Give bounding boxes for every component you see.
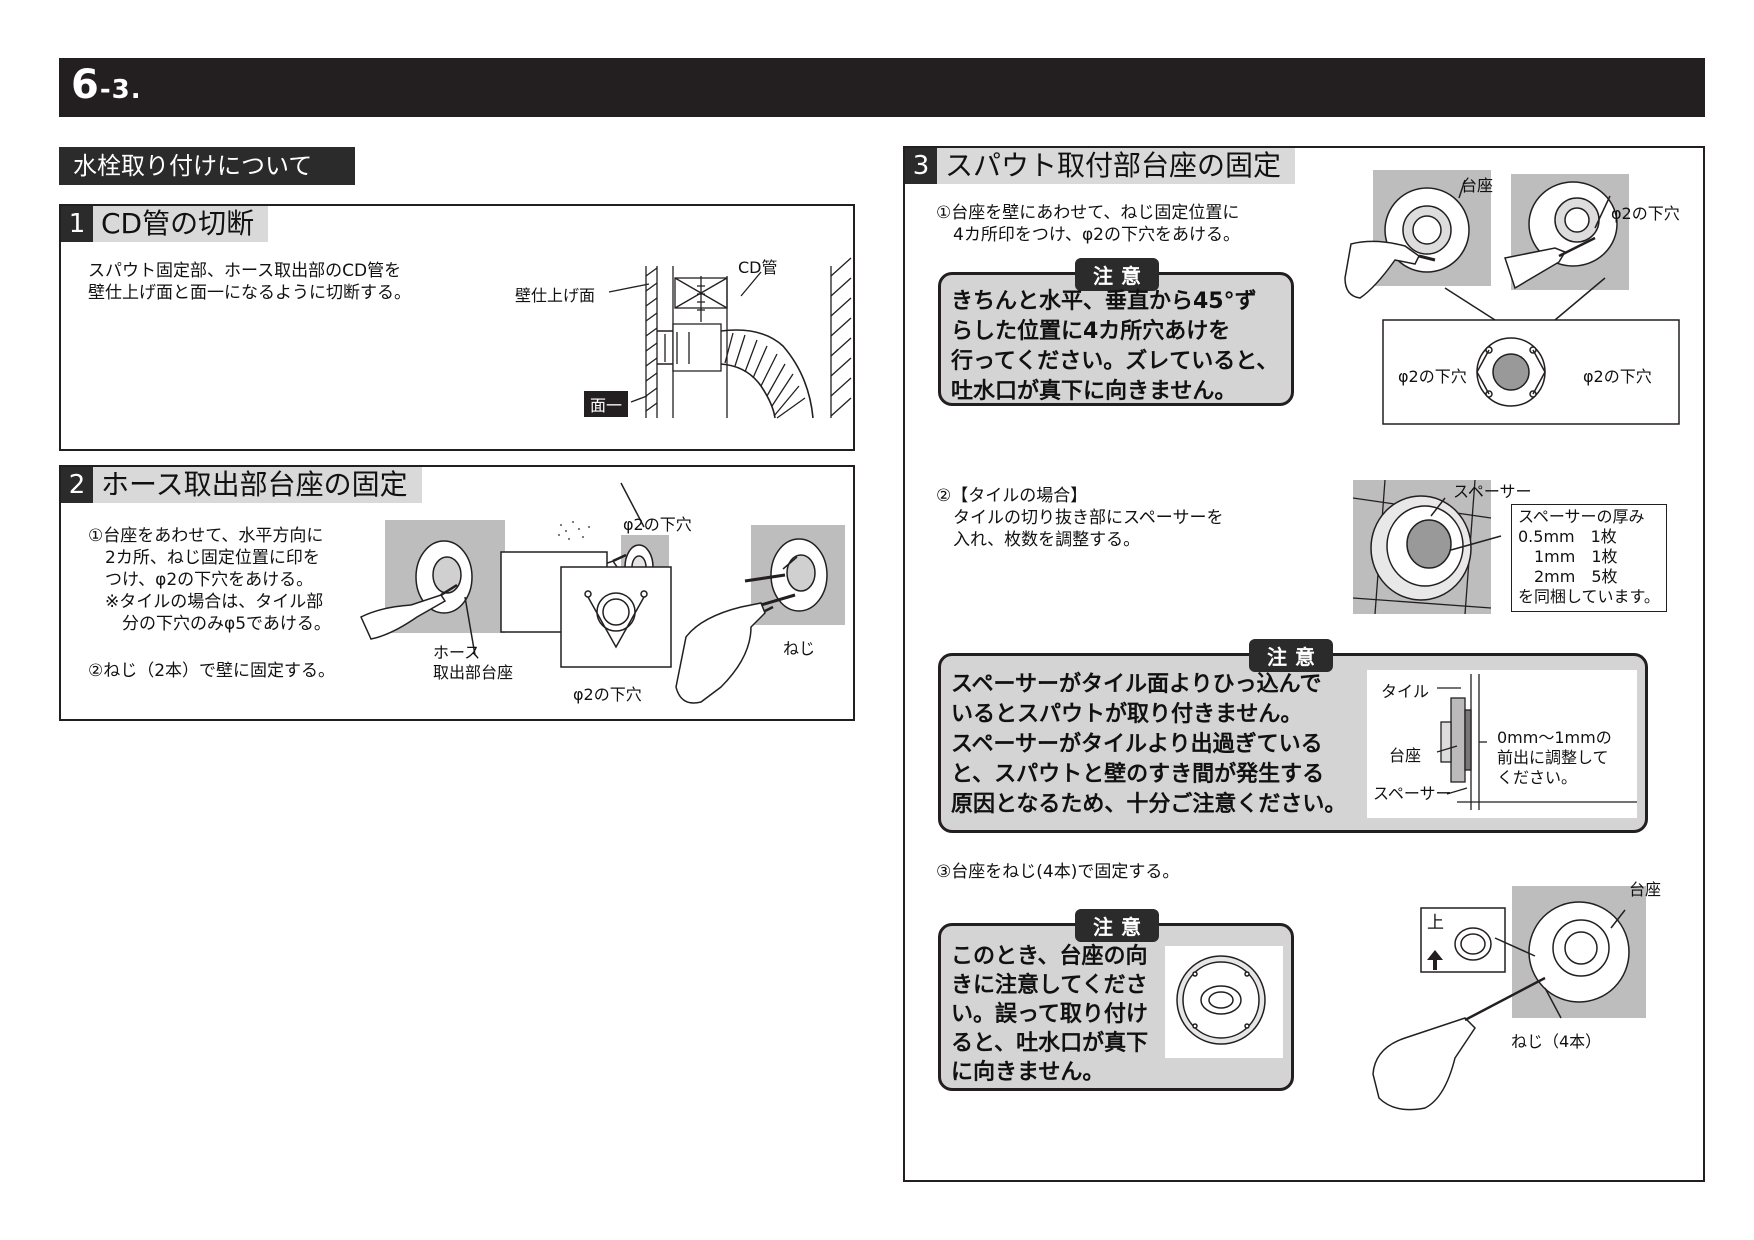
label-hose-base: ホース 取出部台座 (433, 643, 514, 682)
step3-header: 3 スパウト取付部台座の固定 (905, 148, 1296, 184)
cd-pipe-diagram (608, 257, 852, 419)
spacer-thickness-box: スペーサーの厚み 0.5mm 1枚 1mm 1枚 2mm 5枚 を同梱しています… (1511, 504, 1667, 612)
spacer-section-drawing (1436, 674, 1637, 810)
label-base-final: 台座 (1629, 880, 1662, 899)
caution-box-2: 注意 スペーサーがタイル面よりひっ込んで いるとスパウトが取り付きません。 スペ… (938, 639, 1648, 833)
label-screw: ねじ (783, 639, 816, 658)
caution-text-1: きちんと水平、垂直から45°ず らした位置に4カ所穴あけを 行ってください。ズレ… (951, 289, 1279, 404)
section-header-bar: 6-3. (59, 58, 1705, 117)
step3-number: 3 (905, 148, 937, 184)
step2-instruction-2: ②ねじ（2本）で壁に固定する。 (88, 661, 336, 681)
label-wall-surface: 壁仕上げ面 (515, 286, 596, 305)
step3-instruction-1: ①台座を壁にあわせて、ねじ固定位置に 4カ所印をつけ、φ2の下穴をあける。 (936, 203, 1240, 245)
label-pilot-hole-top: φ2の下穴 (623, 515, 692, 534)
label-flush: 面一 (584, 391, 629, 417)
section-title: 水栓取り付けについて (59, 147, 355, 185)
caution-text-2: スペーサーがタイル面よりひっ込んで いるとスパウトが取り付きません。 スペーサー… (951, 672, 1347, 817)
step3-instruction-2: ②【タイルの場合】 タイルの切り抜き部にスペーサーを 入れ、枚数を調整する。 (936, 486, 1224, 550)
label-pilot-hole-callout-left: φ2の下穴 (1398, 367, 1467, 386)
label-spacer: スペーサー (1453, 482, 1532, 501)
spacer-illustration (1352, 479, 1502, 615)
spacer-thickness-text: スペーサーの厚み 0.5mm 1枚 1mm 1枚 2mm 5枚 を同梱しています… (1518, 507, 1660, 606)
label-up: 上 (1427, 913, 1444, 933)
section-number: 6-3. (71, 62, 142, 108)
caution-box-1: 注意 きちんと水平、垂直から45°ず らした位置に4カ所穴あけを 行ってください… (938, 258, 1294, 406)
label-base-section: 台座 (1389, 746, 1422, 765)
label-spacer-section: スペーサー (1373, 784, 1452, 803)
hose-base-illustration (360, 482, 845, 704)
final-install-illustration (1372, 886, 1646, 1111)
spacer-section-diagram: タイル 台座 スペーサー 0mm〜1mmの 前出に調整して ください。 (1367, 670, 1637, 818)
caution-tag-3: 注意 (1075, 909, 1159, 942)
step1-number: 1 (61, 206, 93, 242)
label-tile: タイル (1381, 682, 1430, 701)
label-pilot-hole-right: φ2の下穴 (1611, 204, 1680, 223)
caution-tag-2: 注意 (1249, 639, 1333, 672)
caution-text-3: このとき、台座の向 きに注意してくださ い。誤って取り付け ると、吐水口が真下 … (951, 944, 1149, 1085)
label-screw-4: ねじ（4本） (1511, 1032, 1602, 1051)
label-pilot-hole-bottom: φ2の下穴 (573, 685, 642, 704)
step3-title: スパウト取付部台座の固定 (937, 148, 1296, 184)
caution-box-3: 注意 このとき、台座の向 きに注意してくださ い。誤って取り付け ると、吐水口が… (938, 909, 1294, 1091)
label-adjust-note: 0mm〜1mmの 前出に調整して ください。 (1497, 728, 1612, 787)
step1-panel: 1 CD管の切断 スパウト固定部、ホース取出部のCD管を 壁仕上げ面と面一になる… (59, 204, 855, 451)
label-base: 台座 (1461, 176, 1494, 195)
base-top-view (1165, 946, 1283, 1058)
step2-number: 2 (61, 467, 93, 503)
step1-title: CD管の切断 (93, 206, 269, 242)
step2-panel: 2 ホース取出部台座の固定 ①台座をあわせて、水平方向に 2カ所、ねじ固定位置に… (59, 465, 855, 721)
step3-panel: 3 スパウト取付部台座の固定 ①台座を壁にあわせて、ねじ固定位置に 4カ所印をつ… (903, 146, 1705, 1182)
caution-tag-1: 注意 (1075, 258, 1159, 291)
step1-header: 1 CD管の切断 (61, 206, 269, 242)
step3-instruction-3: ③台座をねじ(4本)で固定する。 (936, 862, 1180, 882)
step1-instructions: スパウト固定部、ホース取出部のCD管を 壁仕上げ面と面一になるように切断する。 (88, 261, 411, 303)
spout-base-illustration (1344, 170, 1680, 425)
step2-instruction-1: ①台座をあわせて、水平方向に 2カ所、ねじ固定位置に印を つけ、φ2の下穴をあけ… (88, 526, 331, 634)
label-cd-pipe: CD管 (738, 258, 778, 277)
step2-header: 2 ホース取出部台座の固定 (61, 467, 422, 503)
step2-title: ホース取出部台座の固定 (93, 467, 422, 503)
label-pilot-hole-callout-right: φ2の下穴 (1583, 367, 1652, 386)
